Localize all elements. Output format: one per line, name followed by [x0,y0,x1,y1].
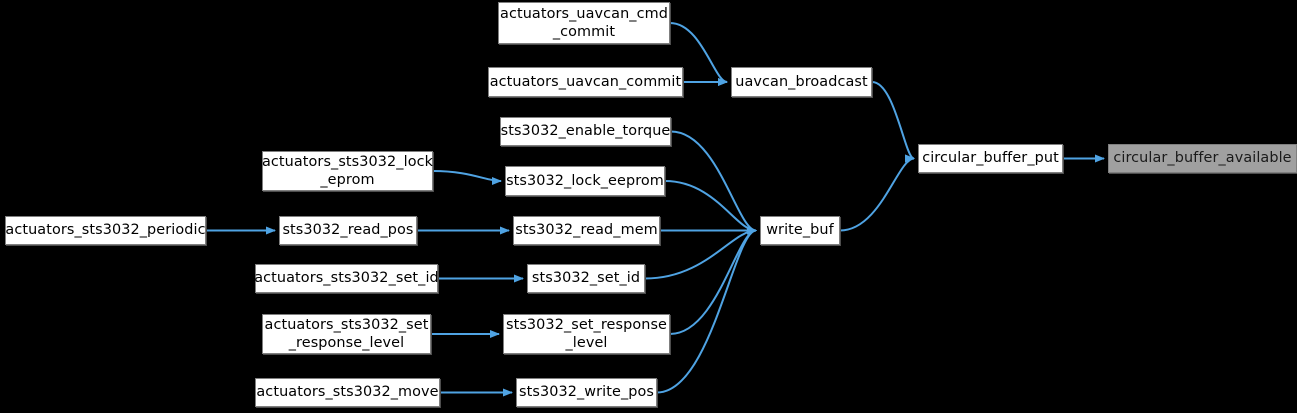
graph-edge-actuators_sts3032_lock_eprom-to-sts3032_lock_eeprom [432,170,502,185]
graph-node-sts3032_enable_torque[interactable]: sts3032_enable_torque [500,117,671,146]
graph-edge-sts3032_set_response_level-to-write_buf [669,226,757,335]
graph-edge-sts3032_lock_eeprom-to-write_buf [664,180,757,235]
graph-node-uavcan_broadcast[interactable]: uavcan_broadcast [731,67,872,97]
graph-node-actuators_sts3032_set_id[interactable]: actuators_sts3032_set_id [254,264,439,293]
graph-node-sts3032_set_response_level[interactable]: sts3032_set_response _level [503,314,670,354]
graph-node-actuators_uavcan_cmd_commit[interactable]: actuators_uavcan_cmd _commit [498,2,670,44]
graph-node-actuators_sts3032_set_response_level[interactable]: actuators_sts3032_set _response_level [262,314,431,354]
graph-edge-sts3032_enable_torque-to-write_buf [670,130,757,235]
graph-edge-uavcan_broadcast-to-circular_buffer_put [871,81,915,163]
graph-node-write_buf[interactable]: write_buf [760,216,840,245]
graph-node-sts3032_lock_eeprom[interactable]: sts3032_lock_eeprom [505,166,665,196]
graph-node-actuators_sts3032_move[interactable]: actuators_sts3032_move [255,378,440,407]
graph-edge-sts3032_set_id-to-write_buf [644,226,757,280]
graph-node-actuators_sts3032_lock_eprom[interactable]: actuators_sts3032_lock _eprom [262,151,433,191]
graph-edge-write_buf-to-circular_buffer_put [839,154,915,232]
graph-node-actuators_sts3032_periodic[interactable]: actuators_sts3032_periodic [5,216,206,245]
graph-node-sts3032_read_pos[interactable]: sts3032_read_pos [279,216,417,245]
graph-node-sts3032_read_mem[interactable]: sts3032_read_mem [513,216,660,245]
graph-node-sts3032_set_id[interactable]: sts3032_set_id [527,264,645,293]
graph-edge-sts3032_write_pos-to-write_buf [656,226,757,394]
graph-node-circular_buffer_available[interactable]: circular_buffer_available [1108,144,1297,173]
graph-node-actuators_uavcan_commit[interactable]: actuators_uavcan_commit [488,67,683,97]
graph-node-sts3032_write_pos[interactable]: sts3032_write_pos [516,378,657,407]
graph-node-circular_buffer_put[interactable]: circular_buffer_put [918,144,1063,173]
